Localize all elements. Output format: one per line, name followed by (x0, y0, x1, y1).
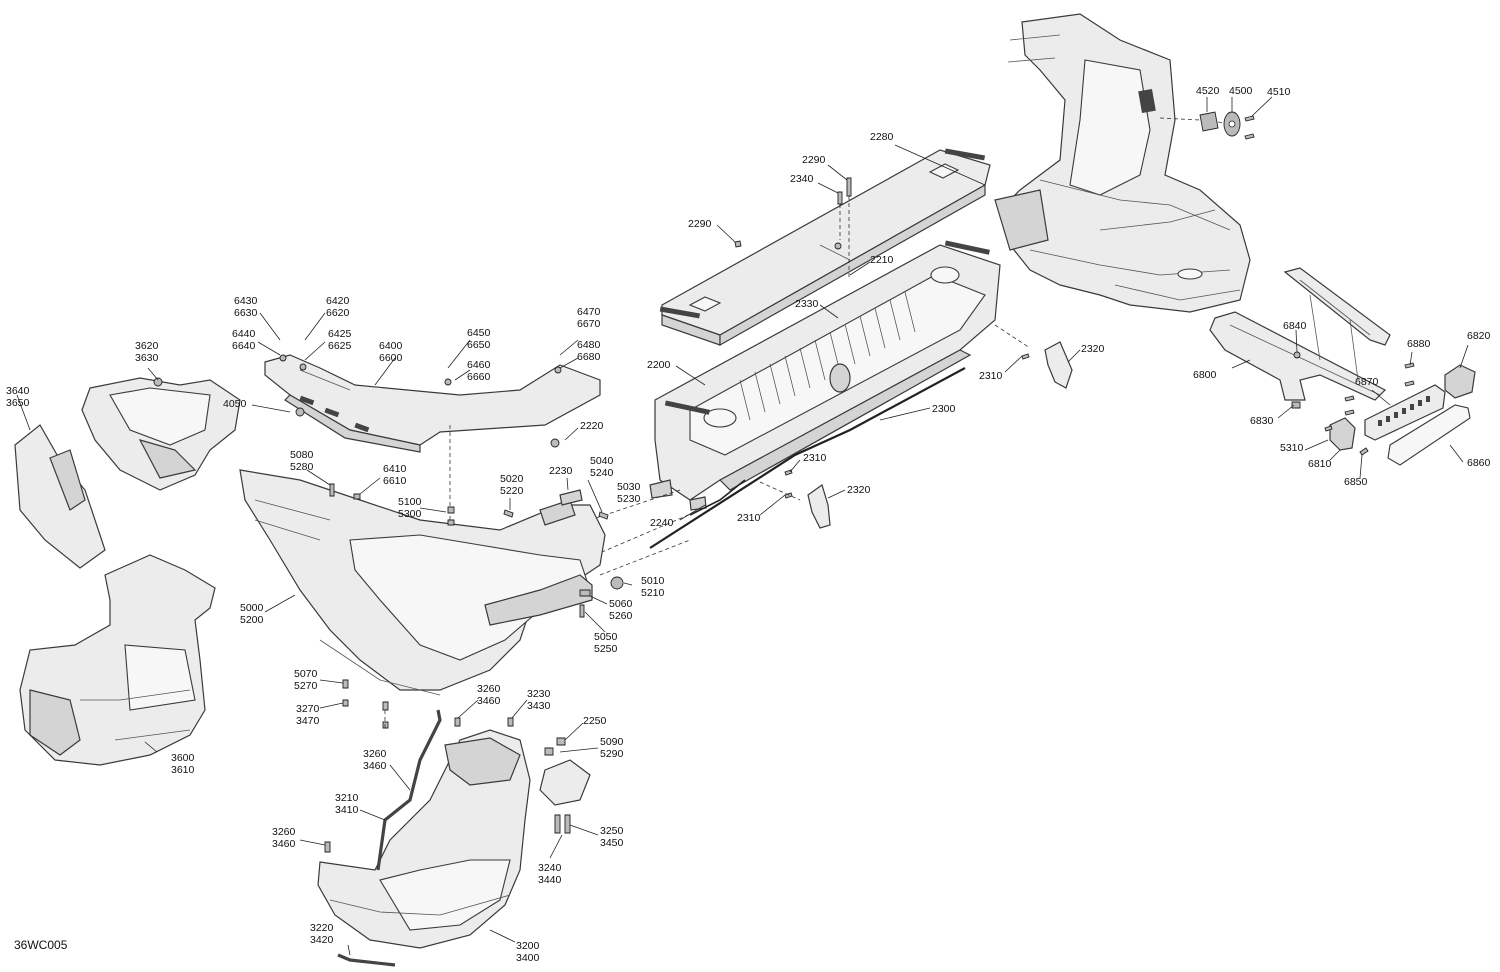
handle-assembly-6800 (1324, 362, 1476, 466)
side-panel-5000 (239, 469, 606, 696)
rail-3210 (376, 709, 442, 871)
callout-2290-lower: 2290 (688, 218, 712, 230)
callout-2320-lower: 2320 (847, 484, 871, 496)
callout-4520: 4520 (1196, 85, 1220, 97)
callout-6860: 6860 (1467, 457, 1491, 469)
callout-4050: 4050 (223, 398, 247, 410)
callout-4510: 4510 (1267, 86, 1291, 98)
cover-3600 (19, 554, 216, 766)
callout-2230: 2230 (549, 465, 573, 477)
seat-frame-assembly (994, 13, 1251, 313)
callout-6810: 6810 (1308, 458, 1332, 470)
lower-hardware (324, 679, 571, 853)
callout-2210: 2210 (870, 254, 894, 266)
callout-5310: 5310 (1280, 442, 1304, 454)
callout-4500: 4500 (1229, 85, 1253, 97)
dash-panel-console (589, 489, 701, 576)
callout-6850: 6850 (1344, 476, 1368, 488)
callout-2310-lower: 2310 (737, 512, 761, 524)
mount-hardware-4500 (1159, 96, 1273, 140)
callout-2300: 2300 (932, 403, 956, 415)
callout-6830: 6830 (1250, 415, 1274, 427)
rod-2300 (649, 367, 966, 549)
callout-6880: 6880 (1407, 338, 1431, 350)
rail-3220 (337, 953, 396, 967)
clip-2320-lower (807, 484, 831, 529)
callout-2290-upper: 2290 (802, 154, 826, 166)
callout-6870: 6870 (1355, 376, 1379, 388)
callout-2200: 2200 (647, 359, 671, 371)
console-body-2200 (649, 240, 1001, 511)
bracket-6400 (264, 354, 601, 453)
bracket-6800 (1209, 267, 1391, 409)
callout-6840: 6840 (1283, 320, 1307, 332)
callout-2330: 2330 (795, 298, 819, 310)
panel-3640 (14, 424, 106, 569)
screws-2290-2340 (734, 177, 852, 280)
lower-tub-3200 (317, 729, 591, 949)
callout-6800: 6800 (1193, 369, 1217, 381)
callout-2310-upper: 2310 (979, 370, 1003, 382)
leader-lines (16, 144, 1469, 956)
clip-2320-upper (1044, 341, 1073, 389)
callout-2250: 2250 (583, 715, 607, 727)
callout-2280: 2280 (870, 131, 894, 143)
callout-6820: 6820 (1467, 330, 1491, 342)
top-cover-2280 (659, 148, 991, 347)
callout-2310-middle: 2310 (803, 452, 827, 464)
callout-2340: 2340 (790, 173, 814, 185)
cover-3620 (81, 377, 241, 491)
diagram-reference-code: 36WC005 (14, 938, 68, 952)
callout-2240: 2240 (650, 517, 674, 529)
callout-2220: 2220 (580, 420, 604, 432)
callout-2320-upper: 2320 (1081, 343, 1105, 355)
